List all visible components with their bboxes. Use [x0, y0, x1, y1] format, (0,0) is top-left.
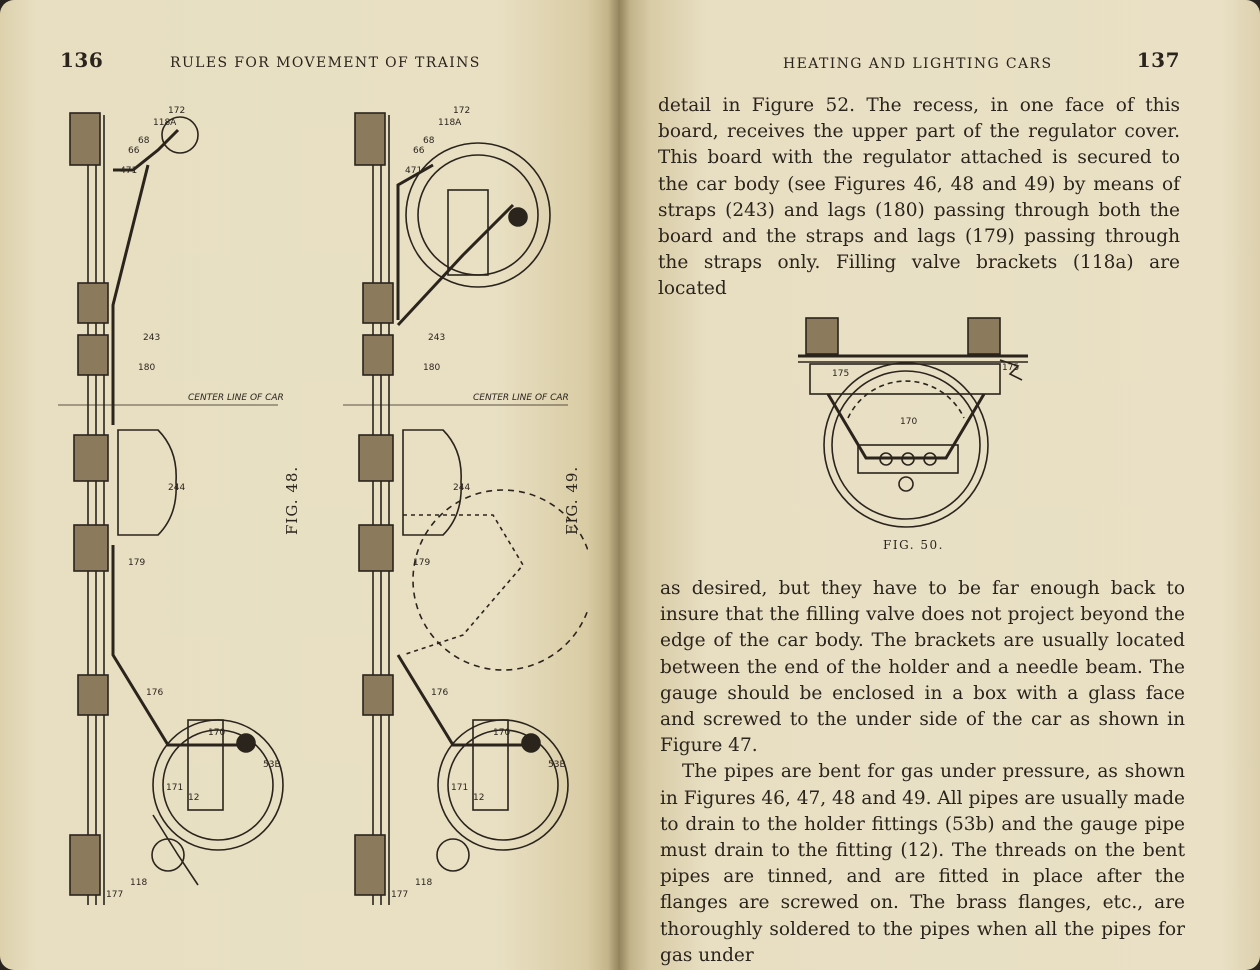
callout-label: 118: [130, 878, 147, 888]
text-block-bottom: as desired, but they have to be far enou…: [660, 576, 1185, 969]
callout-label: 53B: [263, 760, 281, 770]
figures-48-49-drawing: 172172118A118A68686666471471170170171171…: [58, 106, 594, 905]
callout-label: 243: [428, 333, 445, 343]
callout-label: 12: [473, 793, 484, 803]
callout-label: 68: [423, 136, 435, 146]
callout-label: 180: [423, 363, 440, 373]
center-line-label: CENTER LINE OF CAR: [473, 393, 569, 403]
fig50-callout-label: 175: [832, 369, 849, 379]
callout-label: 471: [405, 166, 422, 176]
right-running-head: HEATING AND LIGHTING CARS: [783, 56, 1053, 72]
left-page: 136 RULES FOR MOVEMENT OF TRAINS: [0, 0, 618, 970]
callout-label: 172: [453, 106, 470, 116]
callout-label: 66: [128, 146, 140, 156]
fig50-callout-label: 175: [1002, 363, 1019, 373]
callout-label: 177: [106, 890, 123, 900]
figure-50: 175 175 170 FIG. 50.: [788, 300, 1048, 552]
fig-49-label: FIG. 49.: [563, 465, 581, 535]
paragraph-3: The pipes are bent for gas under pressur…: [660, 761, 1185, 966]
figure-50-drawing: 175 175 170: [798, 317, 1028, 528]
callout-label: 118: [415, 878, 432, 888]
callout-label: 180: [138, 363, 155, 373]
callout-label: 179: [413, 558, 430, 568]
callout-label: 244: [453, 483, 470, 493]
callout-label: 471: [120, 166, 137, 176]
paragraph-1: detail in Figure 52. The recess, in one …: [658, 95, 1180, 300]
callout-label: 176: [431, 688, 448, 698]
right-page-number: 137: [1136, 48, 1180, 72]
callout-label: 66: [413, 146, 425, 156]
text-block-top: detail in Figure 52. The recess, in one …: [658, 93, 1180, 303]
callout-label: 172: [168, 106, 185, 116]
fig-49-drawing: [354, 112, 594, 905]
callout-label: 68: [138, 136, 150, 146]
callout-label: 179: [128, 558, 145, 568]
paragraph-2: as desired, but they have to be far enou…: [660, 578, 1185, 757]
callout-label: 170: [493, 728, 510, 738]
callout-label: 177: [391, 890, 408, 900]
callout-label: 53B: [548, 760, 566, 770]
callout-label: 243: [143, 333, 160, 343]
book-gutter: [608, 0, 630, 970]
callout-label: 170: [208, 728, 225, 738]
fig-48-drawing: [69, 112, 284, 905]
figure-50-caption: FIG. 50.: [883, 538, 944, 552]
callout-label: 118A: [438, 118, 462, 128]
center-line-label: CENTER LINE OF CAR: [188, 393, 284, 403]
left-page-number: 136: [60, 48, 104, 72]
right-page: HEATING AND LIGHTING CARS 137 detail in …: [618, 0, 1260, 970]
callout-label: 176: [146, 688, 163, 698]
fig-48-label: FIG. 48.: [283, 465, 301, 535]
callout-label: 171: [451, 783, 468, 793]
left-running-head: RULES FOR MOVEMENT OF TRAINS: [170, 55, 481, 71]
callout-label: 118A: [153, 118, 177, 128]
fig50-callout-label: 170: [900, 417, 917, 427]
callout-label: 244: [168, 483, 185, 493]
callout-label: 12: [188, 793, 199, 803]
callout-label: 171: [166, 783, 183, 793]
